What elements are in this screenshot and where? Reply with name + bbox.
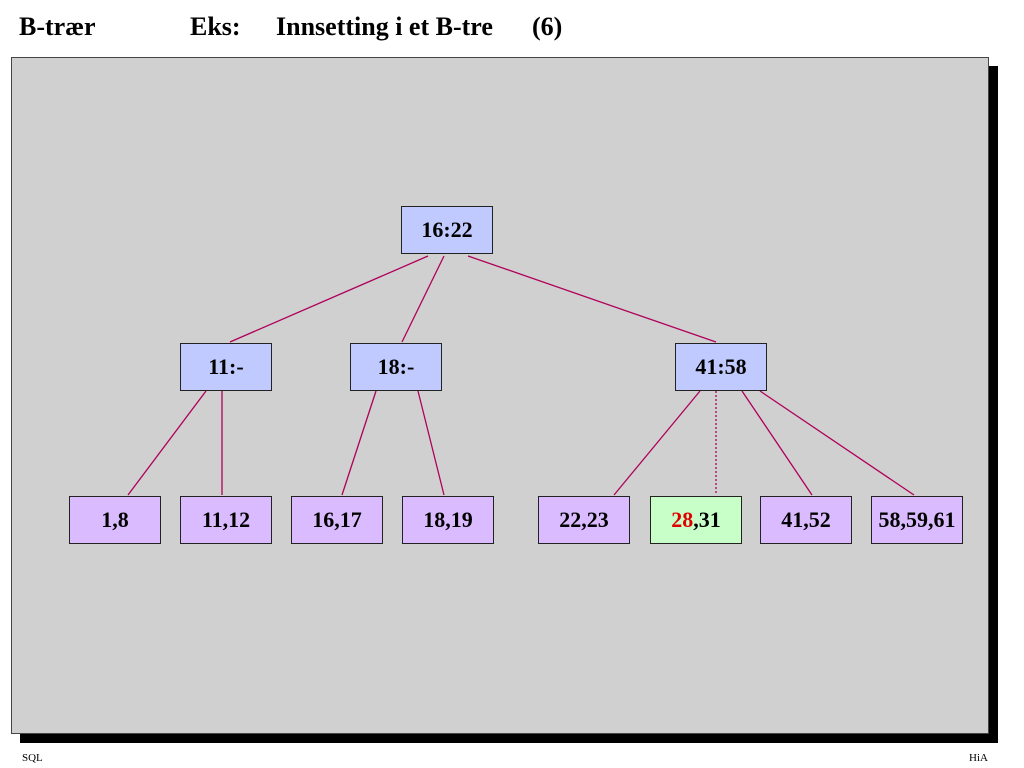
leaf-node: 22,23 [538,496,630,544]
footer-right: HiA [969,752,988,764]
internal-node-18: 18:- [350,343,442,391]
existing-key: ,31 [693,507,721,532]
internal-node-41-58: 41:58 [675,343,767,391]
inserted-key: 28 [671,507,694,532]
diagram-panel [11,57,989,734]
leaf-node: 16,17 [291,496,383,544]
example-label: Eks: [190,12,241,41]
leaf-node: 58,59,61 [871,496,963,544]
footer-left: SQL [22,752,43,764]
slide-number: (6) [532,12,563,41]
root-node: 16:22 [401,206,493,254]
leaf-node: 41,52 [760,496,852,544]
slide-title: Innsetting i et B-tre [276,12,493,41]
new-leaf-node: 28,31 [650,496,742,544]
leaf-node: 1,8 [69,496,161,544]
section-title: B-trær [19,12,96,41]
internal-node-11: 11:- [180,343,272,391]
leaf-node: 11,12 [180,496,272,544]
leaf-node: 18,19 [402,496,494,544]
